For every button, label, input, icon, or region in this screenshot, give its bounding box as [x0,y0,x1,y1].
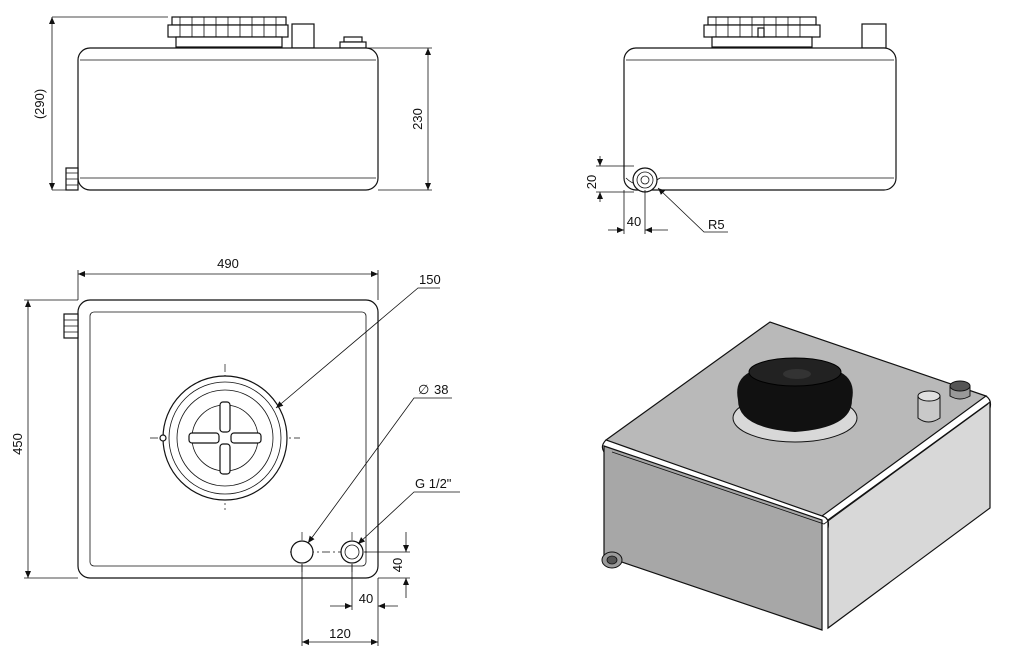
dim-width: 490 [217,256,239,271]
front-vent [339,36,367,49]
iso-side-face [827,400,991,630]
side-view: 20 40 R5 [584,16,897,234]
dim-outlet-height: 20 [584,175,599,189]
top-cap [159,375,288,501]
dim-hole-diameter: 38 [434,382,448,397]
side-cap [703,16,887,49]
dim-height-total: (290) [32,89,47,119]
side-body [623,47,897,191]
dim-hole-spacing: 40 [359,591,373,606]
iso-vent-tube [917,390,941,423]
dim-depth: 450 [10,433,25,455]
front-view: (290) 230 [32,16,432,191]
iso-outlet [601,551,623,569]
dim-cap-diameter: 150 [419,272,441,287]
dim-thread: G 1/2" [415,476,452,491]
iso-cap [732,357,858,443]
top-outlet [63,313,79,339]
iso-front-face [603,445,823,631]
isometric-view [601,321,992,631]
dim-height-body: 230 [410,108,425,130]
front-body [77,47,379,191]
front-outlet [65,167,79,191]
dim-radius: R5 [708,217,725,232]
dim-hole-y-offset: 40 [390,558,405,572]
hole-38 [290,540,314,564]
dim-hole-x-offset: 120 [329,626,351,641]
top-view: 490 450 150 ∅ 38 G 1/2" 40 40 120 [10,256,460,646]
side-outlet [625,167,661,193]
dim-outlet-offset: 40 [627,214,641,229]
hole-thread [340,540,364,564]
iso-fitting [949,380,971,400]
front-cap [167,16,315,49]
dim-hole-symbol: ∅ [418,382,429,397]
